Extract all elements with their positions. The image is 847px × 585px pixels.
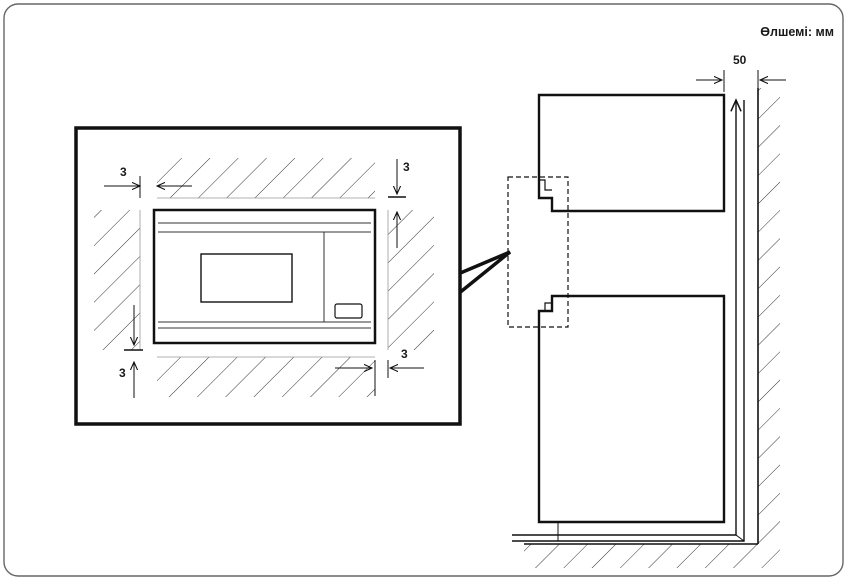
lower-cabinet <box>537 294 726 524</box>
detail-inset: 3 3 3 3 <box>74 126 512 426</box>
callout-connector <box>456 250 512 296</box>
dim-wall-gap: 50 <box>733 53 747 67</box>
hatch-bottom <box>157 357 375 397</box>
upper-cabinet <box>537 93 726 213</box>
hatch-right <box>388 210 434 350</box>
dim-bottom-right: 3 <box>401 347 408 361</box>
detail-callout-box <box>507 176 569 328</box>
hatch-top <box>157 158 375 198</box>
floor-hatch <box>524 544 780 568</box>
side-view: 50 <box>507 53 786 568</box>
microwave-button <box>334 303 363 319</box>
dim-bottom-left: 3 <box>119 366 126 380</box>
dim-top-left: 3 <box>120 165 127 179</box>
dim-top-right: 3 <box>403 160 410 174</box>
hatch-left <box>94 210 140 350</box>
microwave-window <box>200 253 293 303</box>
wall-hatch <box>758 88 780 544</box>
microwave <box>152 208 377 345</box>
outer-frame <box>3 3 844 577</box>
units-label: Өлшемі: мм <box>760 25 834 39</box>
